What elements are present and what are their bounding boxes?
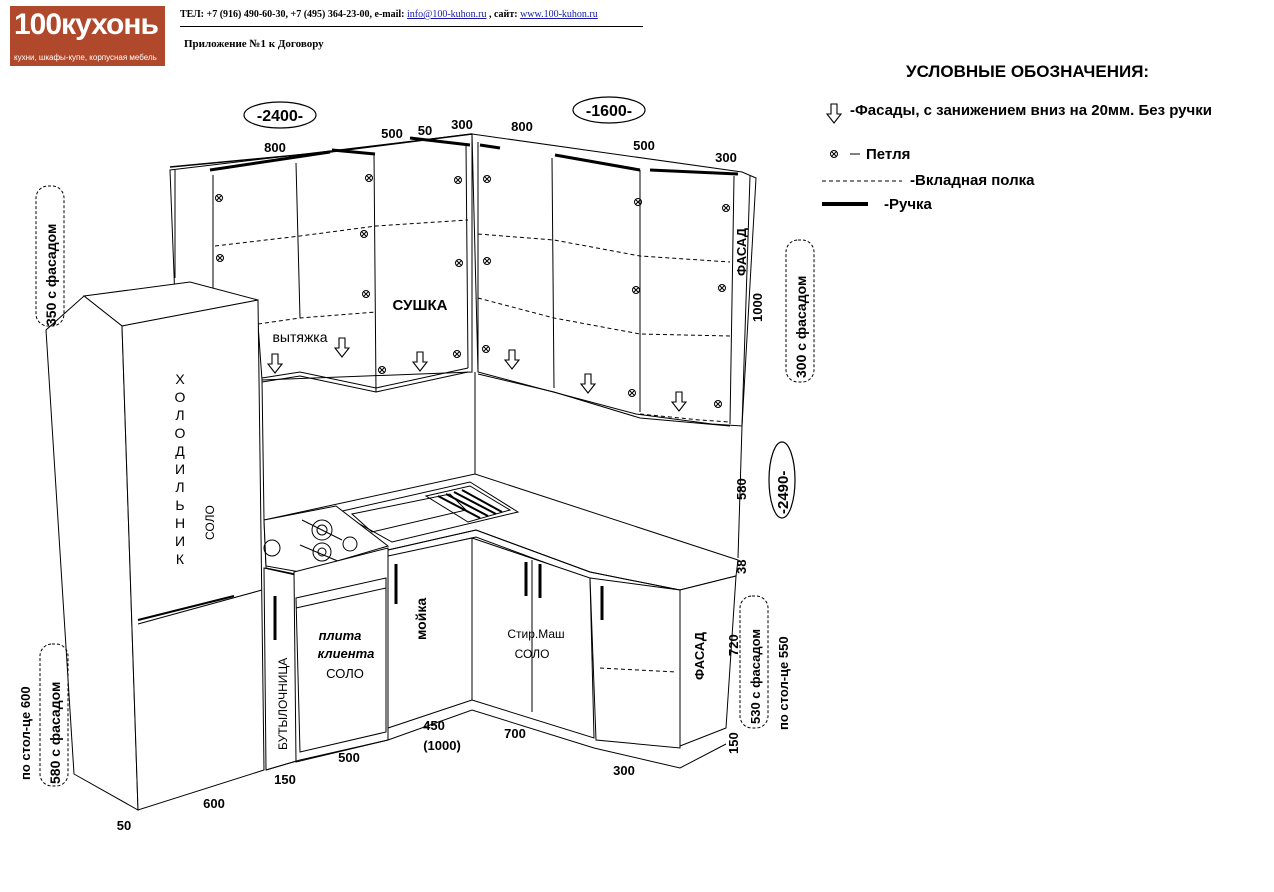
svg-text:600: 600 (203, 796, 225, 811)
svg-text:О: О (175, 425, 186, 441)
logo-tagline: кухни, шкафы-купе, корпусная мебель (14, 53, 157, 62)
dimension-labels: -2400- -1600- 800 500 50 300 800 500 300… (18, 96, 815, 833)
svg-text:580: 580 (734, 478, 749, 500)
svg-text:Ь: Ь (175, 497, 184, 513)
svg-text:300: 300 (613, 763, 635, 778)
svg-text:800: 800 (264, 140, 286, 155)
contact-phones: ТЕЛ: +7 (916) 490-60-30, +7 (495) 364-23… (180, 9, 408, 20)
email-link[interactable]: info@100-kuhon.ru (407, 9, 487, 20)
site-link[interactable]: www.100-kuhon.ru (520, 9, 598, 20)
dim-total-left: -2400- (257, 108, 303, 125)
header-divider (180, 26, 643, 27)
svg-text:Д: Д (175, 443, 185, 459)
svg-text:50: 50 (418, 123, 432, 138)
legend-hinge-icon (830, 150, 838, 158)
base-cabinets (263, 537, 737, 771)
svg-text:СОЛО: СОЛО (326, 666, 364, 681)
svg-text:плита: плита (319, 628, 362, 643)
svg-text:150: 150 (274, 772, 296, 787)
legend-handle: -Ручка (884, 196, 932, 213)
svg-text:500: 500 (633, 138, 655, 153)
svg-text:по стол-це 550: по стол-це 550 (776, 636, 791, 730)
svg-text:500: 500 (381, 126, 403, 141)
depth-upper-left: 350 с фасадом (43, 224, 59, 326)
svg-text:Л: Л (175, 479, 184, 495)
sink-label: мойка (413, 598, 429, 640)
legend-title: УСЛОВНЫЕ ОБОЗНАЧЕНИЯ: (906, 62, 1150, 81)
svg-text:СОЛО: СОЛО (203, 505, 217, 540)
fridge (45, 281, 265, 811)
appendix-title: Приложение №1 к Договору (184, 38, 324, 50)
svg-text:Л: Л (175, 407, 184, 423)
svg-text:Х: Х (175, 371, 185, 387)
svg-text:(1000): (1000) (423, 738, 461, 753)
legend-facade-drop: -Фасады, с занижением вниз на 20мм. Без … (850, 102, 1212, 119)
contact-line: ТЕЛ: +7 (916) 490-60-30, +7 (495) 364-23… (180, 9, 598, 20)
svg-text:150: 150 (726, 732, 741, 754)
bottle-rack-label: БУТЫЛОЧНИЦА (276, 658, 290, 750)
upper-cabinets-right (471, 133, 757, 427)
svg-text:38: 38 (734, 560, 749, 574)
company-logo: 100кухонь кухни, шкафы-купе, корпусная м… (10, 6, 165, 66)
svg-text:К: К (176, 551, 185, 567)
svg-text:И: И (175, 533, 185, 549)
dryer-label: СУШКА (392, 297, 447, 314)
sink (336, 481, 520, 543)
depth-upper-right: 300 с фасадом (793, 276, 809, 378)
svg-text:580 с фасадом: 580 с фасадом (47, 682, 63, 784)
svg-text:О: О (175, 389, 186, 405)
svg-text:800: 800 (511, 119, 533, 134)
site-prefix: , сайт: (486, 9, 521, 20)
svg-text:И: И (175, 461, 185, 477)
svg-text:СОЛО: СОЛО (515, 647, 550, 661)
facade-lower-label: ФАСАД (692, 631, 707, 680)
svg-text:50: 50 (117, 818, 131, 833)
facade-upper-label: ФАСАД (734, 227, 749, 276)
dim-total-height: -2490- (775, 471, 792, 514)
svg-text:720: 720 (726, 634, 741, 656)
legend-arrow-icon (826, 103, 842, 124)
svg-text:Н: Н (175, 515, 185, 531)
svg-text:Стир.Маш: Стир.Маш (507, 627, 564, 641)
legend-hinge: Петля (866, 146, 911, 163)
dim-total-right: -1600- (586, 103, 632, 120)
svg-text:1000: 1000 (750, 293, 765, 322)
svg-text:700: 700 (504, 726, 526, 741)
legend-shelf: -Вкладная полка (910, 172, 1035, 189)
svg-text:по стол-це 600: по стол-це 600 (18, 686, 33, 780)
svg-text:450: 450 (423, 718, 445, 733)
walls (261, 372, 743, 559)
hood-label: вытяжка (272, 329, 327, 345)
svg-text:300: 300 (451, 117, 473, 132)
logo-text: 100кухонь (14, 8, 159, 41)
svg-text:клиента: клиента (318, 646, 375, 661)
svg-text:500: 500 (338, 750, 360, 765)
hob (263, 505, 390, 573)
svg-text:300: 300 (715, 150, 737, 165)
svg-text:530 с фасадом: 530 с фасадом (748, 629, 763, 724)
